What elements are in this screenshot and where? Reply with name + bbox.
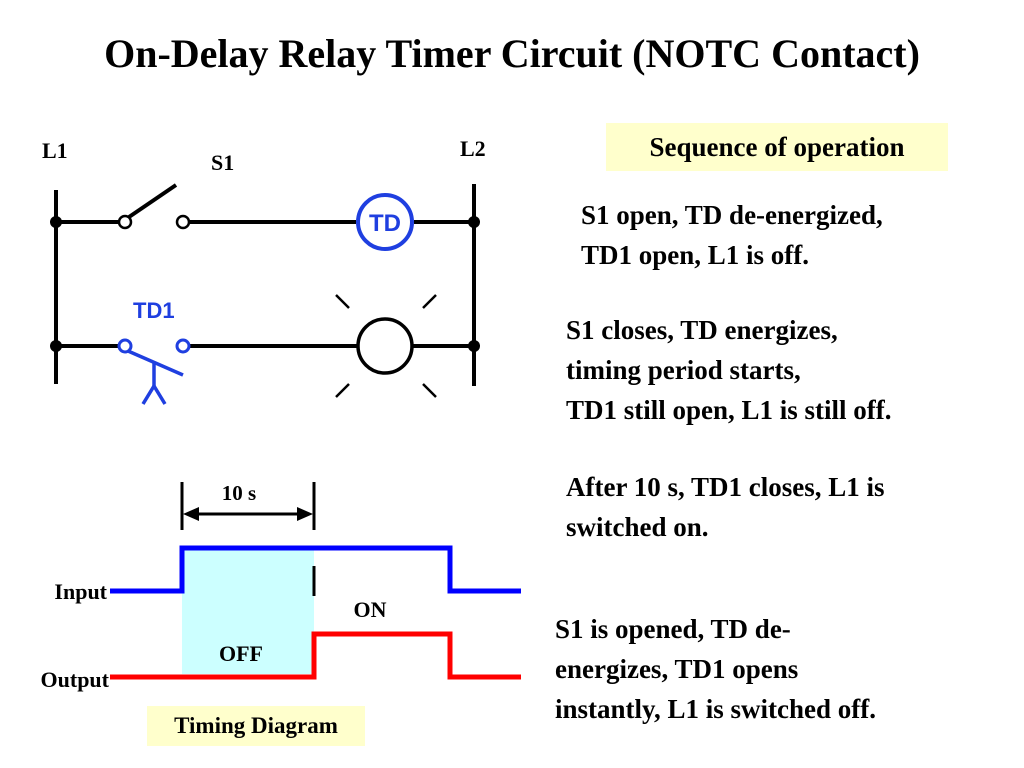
sequence-step-2: S1 closes, TD energizes, timing period s… <box>566 310 892 430</box>
sequence-step-line: After 10 s, TD1 closes, L1 is <box>566 472 885 502</box>
rail-l1-label: L1 <box>42 138 68 163</box>
output-label: Output <box>41 667 110 692</box>
sequence-heading: Sequence of operation <box>606 123 948 171</box>
sequence-step-line: timing period starts, <box>566 355 801 385</box>
sequence-step-line: TD1 still open, L1 is still off. <box>566 395 892 425</box>
lamp <box>335 294 437 398</box>
rung-2: TD1 <box>50 294 480 405</box>
sequence-step-line: S1 closes, TD energizes, <box>566 315 838 345</box>
off-label: OFF <box>219 641 263 666</box>
td-coil: TD <box>356 193 414 251</box>
output-waveform <box>110 631 521 680</box>
td1-contact-label: TD1 <box>133 298 175 323</box>
ladder-circuit: L1 L2 S1 TD TD1 <box>42 136 486 405</box>
s1-terminal-right <box>175 214 191 230</box>
delay-label: 10 s <box>222 481 256 505</box>
input-waveform <box>110 545 521 594</box>
sequence-step-line: S1 is opened, TD de- <box>555 614 791 644</box>
delay-period-shading <box>182 548 314 674</box>
td1-contact <box>117 338 191 405</box>
sequence-step-line: switched on. <box>566 512 709 542</box>
delay-arrow <box>183 507 313 521</box>
on-label: ON <box>354 597 387 622</box>
rail-l2-label: L2 <box>460 136 486 161</box>
rung-1: TD <box>50 183 480 251</box>
switch-s1-label: S1 <box>211 150 234 175</box>
sequence-step-line: energizes, TD1 opens <box>555 654 799 684</box>
sequence-step-line: S1 open, TD de-energized, <box>581 200 883 230</box>
sequence-step-4: S1 is opened, TD de- energizes, TD1 open… <box>555 609 876 729</box>
td-coil-label: TD <box>369 210 401 237</box>
sequence-step-3: After 10 s, TD1 closes, L1 is switched o… <box>566 467 885 547</box>
s1-terminal-left <box>117 214 133 230</box>
sequence-step-1: S1 open, TD de-energized, TD1 open, L1 i… <box>581 195 883 275</box>
page-title: On-Delay Relay Timer Circuit (NOTC Conta… <box>104 31 920 76</box>
timing-diagram-caption: Timing Diagram <box>147 706 365 746</box>
input-label: Input <box>54 579 107 604</box>
sequence-step-line: instantly, L1 is switched off. <box>555 694 877 724</box>
timing-diagram: 10 s Input Output OFF ON <box>41 481 521 692</box>
sequence-step-line: TD1 open, L1 is off. <box>581 240 810 270</box>
s1-switch-blade <box>127 183 178 219</box>
